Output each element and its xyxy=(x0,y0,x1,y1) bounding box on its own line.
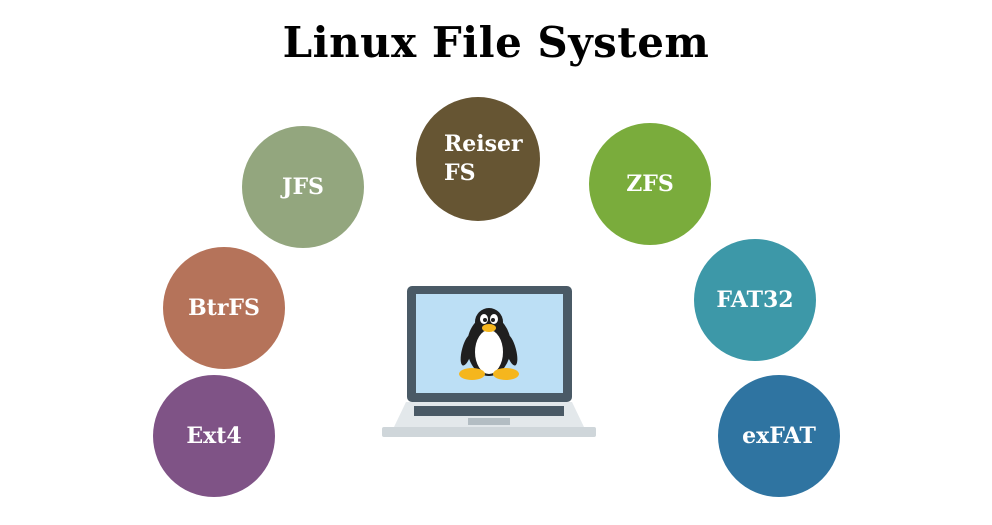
laptop-keyboard xyxy=(414,406,564,416)
filesystem-label: Ext4 xyxy=(186,422,242,449)
filesystem-circle-exfat: exFAT xyxy=(718,375,840,497)
filesystem-label: FAT32 xyxy=(716,286,794,313)
tux-penguin-icon xyxy=(459,308,519,380)
filesystem-circle-jfs: JFS xyxy=(242,126,364,248)
filesystem-circle-fat32: FAT32 xyxy=(694,239,816,361)
filesystem-circle-reiserfs: Reiser FS xyxy=(416,97,540,221)
laptop-with-tux-penguin-icon xyxy=(382,286,596,437)
filesystem-label: BtrFS xyxy=(188,294,260,321)
filesystem-label-line1: Reiser xyxy=(444,131,523,158)
filesystem-label: JFS xyxy=(282,173,324,200)
filesystem-circle-btrfs: BtrFS xyxy=(163,247,285,369)
filesystem-label: ZFS xyxy=(626,170,674,197)
filesystem-label-line2: FS xyxy=(444,160,476,186)
filesystem-circle-zfs: ZFS xyxy=(589,123,711,245)
laptop-bottom-edge xyxy=(382,427,596,437)
filesystem-label: exFAT xyxy=(742,422,816,449)
laptop-trackpad xyxy=(468,418,510,425)
diagram-title: Linux File System xyxy=(282,18,710,67)
filesystem-circle-ext4: Ext4 xyxy=(153,375,275,497)
